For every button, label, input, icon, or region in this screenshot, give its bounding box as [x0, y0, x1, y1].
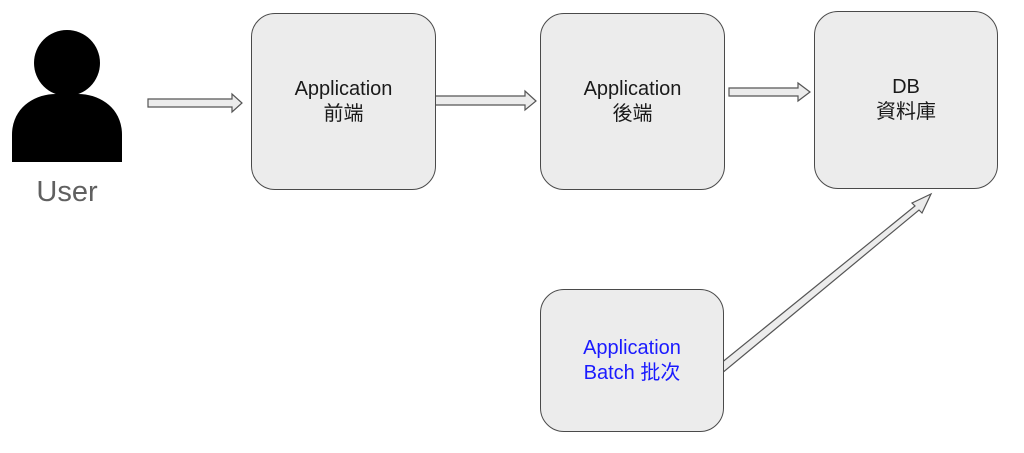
node-database-line1: DB — [892, 76, 920, 98]
node-batch-line2: Batch 批次 — [583, 362, 681, 384]
arrow-user-to-frontend — [147, 92, 243, 114]
arrow-batch-to-database — [714, 192, 933, 375]
node-backend-line1: Application — [583, 78, 682, 100]
node-frontend[interactable]: Application 前端 — [251, 13, 436, 190]
node-backend-line2: 後端 — [612, 103, 653, 125]
user-label: User — [36, 176, 98, 208]
node-database[interactable]: DB 資料庫 — [814, 11, 998, 189]
node-batch[interactable]: Application Batch 批次 — [540, 289, 724, 432]
arrow-frontend-to-backend — [434, 89, 537, 112]
arrow-backend-to-database — [728, 81, 811, 103]
node-frontend-line2: 前端 — [323, 103, 364, 125]
node-batch-line1: Application — [583, 337, 681, 359]
user-icon — [12, 30, 122, 162]
node-frontend-line1: Application — [294, 78, 393, 100]
node-database-line2: 資料庫 — [876, 101, 936, 123]
node-backend[interactable]: Application 後端 — [540, 13, 725, 190]
